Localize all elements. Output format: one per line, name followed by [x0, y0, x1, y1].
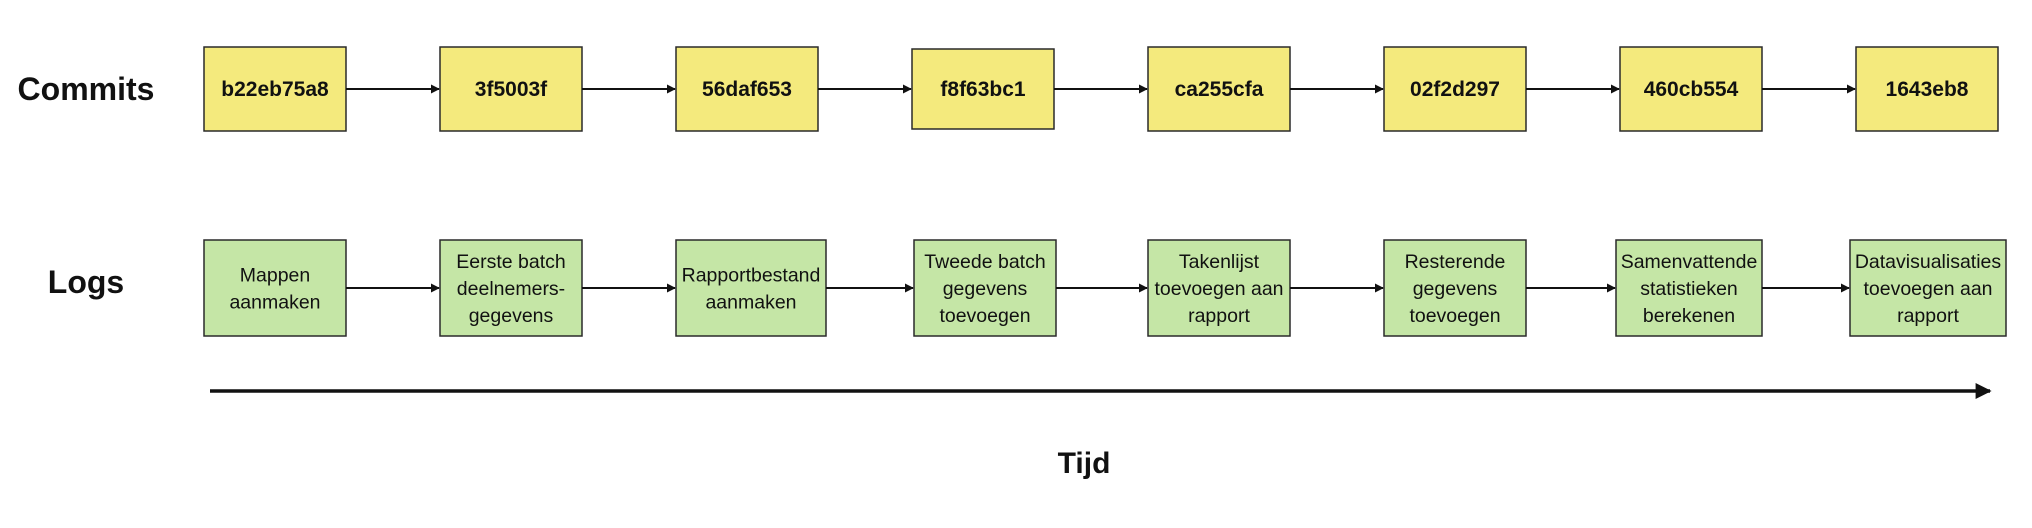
log-box: [675, 239, 827, 337]
time-axis-label: Tijd: [1058, 447, 1111, 480]
commit-hash: 1643eb8: [1886, 78, 1969, 101]
commit-hash: 3f5003f: [475, 78, 548, 101]
commit-box: [1147, 46, 1291, 132]
log-box: [1615, 239, 1763, 337]
log-box: [439, 239, 583, 337]
commit-box: [203, 46, 347, 132]
commit-row: b22eb75a8 3f5003f 56daf653 f8f63bc1 ca255cfa…: [203, 46, 1999, 132]
commit-box: [1855, 46, 1999, 132]
log-box: [1849, 239, 2007, 337]
commit-box: [1383, 46, 1527, 132]
commit-hash: 02f2d297: [1410, 78, 1500, 101]
commit-hash: b22eb75a8: [221, 78, 329, 101]
logs-row-label: Logs: [48, 264, 124, 300]
commit-hash: 460cb554: [1644, 78, 1739, 101]
log-box: [1147, 239, 1291, 337]
commit-hash: ca255cfa: [1175, 78, 1264, 101]
commit-box: [439, 46, 583, 132]
commit-box: [1619, 46, 1763, 132]
log-box: [203, 239, 347, 337]
commit-box: [911, 48, 1055, 130]
commit-hash: 56daf653: [702, 78, 792, 101]
commit-hash: f8f63bc1: [940, 78, 1026, 101]
commit-box: [675, 46, 819, 132]
log-box: [1383, 239, 1527, 337]
commits-row-label: Commits: [18, 71, 155, 107]
